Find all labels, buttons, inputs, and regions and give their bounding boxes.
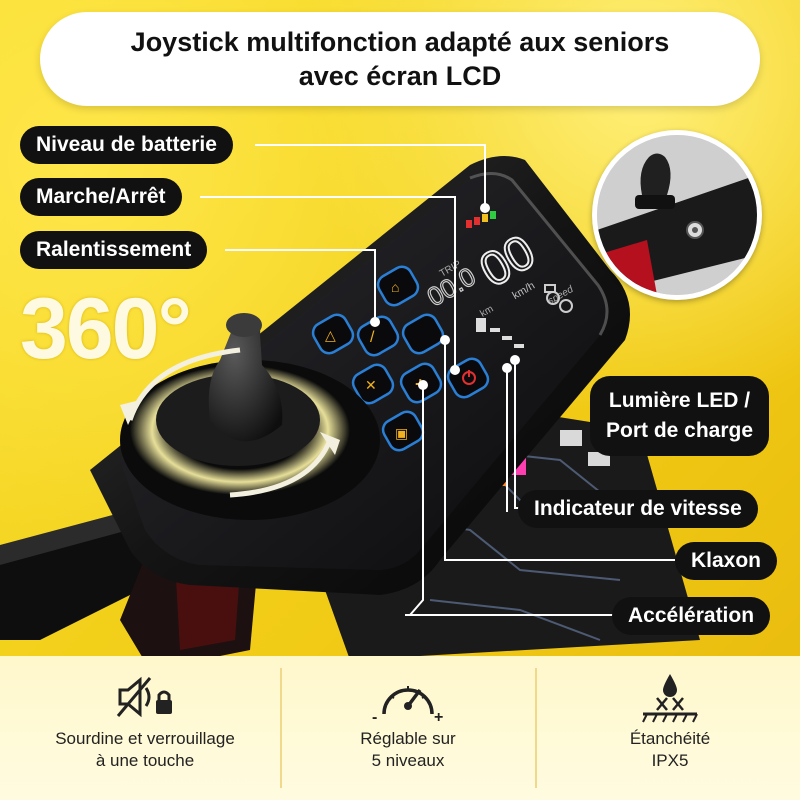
rotation-360-text: 360° [20, 281, 192, 377]
title-line-2: avec écran LCD [298, 61, 502, 91]
label-led-line-2: Port de charge [606, 419, 754, 442]
feature-waterproof-line-1: Étanchéité [629, 729, 711, 748]
title-line-1: Joystick multifonction adapté aux senior… [130, 27, 670, 57]
svg-text:⌂: ⌂ [391, 279, 399, 295]
label-battery-level: Niveau de batterie [20, 126, 233, 164]
feature-waterproof: Étanchéité IPX5 [545, 668, 795, 790]
label-speed-indicator: Indicateur de vitesse [518, 490, 758, 528]
feature-speed-levels: - + Réglable sur 5 niveaux [283, 668, 533, 790]
separator [535, 668, 537, 788]
feature-speed-line-2: 5 niveaux [371, 751, 445, 770]
mute-button [351, 363, 395, 405]
light-button [376, 265, 420, 307]
svg-text:/: / [370, 329, 375, 346]
label-led-line-1: Lumière LED / [608, 389, 751, 412]
slowdown-button [356, 315, 400, 357]
lock-button [381, 410, 425, 452]
battery-level-indicator [466, 211, 496, 228]
waterproof-icon [642, 674, 698, 723]
feature-waterproof-line-2: IPX5 [651, 751, 689, 770]
svg-text:✕: ✕ [365, 377, 377, 393]
horn-button [401, 313, 445, 355]
label-acceleration: Accélération [612, 597, 771, 635]
svg-text:+: + [434, 709, 443, 726]
hazard-button [311, 313, 355, 355]
feature-speed-line-1: Réglable sur [360, 729, 456, 748]
label-horn: Klaxon [675, 542, 778, 580]
speed-gauge-icon: - + [372, 686, 443, 726]
features-band [0, 656, 800, 800]
label-power: Marche/Arrêt [20, 178, 182, 216]
charging-port-closeup [597, 135, 757, 295]
speed-bars [476, 318, 524, 348]
mute-lock-icon [116, 676, 172, 718]
feature-mute-lock-line-1: Sourdine et verrouillage [55, 729, 235, 748]
svg-text:△: △ [325, 327, 336, 343]
label-led-charging-port: Lumière LED / Port de charge [590, 376, 770, 456]
feature-mute-lock-line-2: à une touche [95, 751, 195, 770]
seat-icon [544, 284, 573, 313]
separator [280, 668, 282, 788]
svg-text:▣: ▣ [395, 425, 408, 441]
charging-port-inset [592, 130, 762, 300]
svg-text:-: - [372, 709, 377, 726]
title-banner: Joystick multifonction adapté aux senior… [40, 12, 760, 106]
feature-mute-lock: Sourdine et verrouillage à une touche [20, 668, 270, 790]
label-slowdown: Ralentissement [20, 231, 208, 269]
